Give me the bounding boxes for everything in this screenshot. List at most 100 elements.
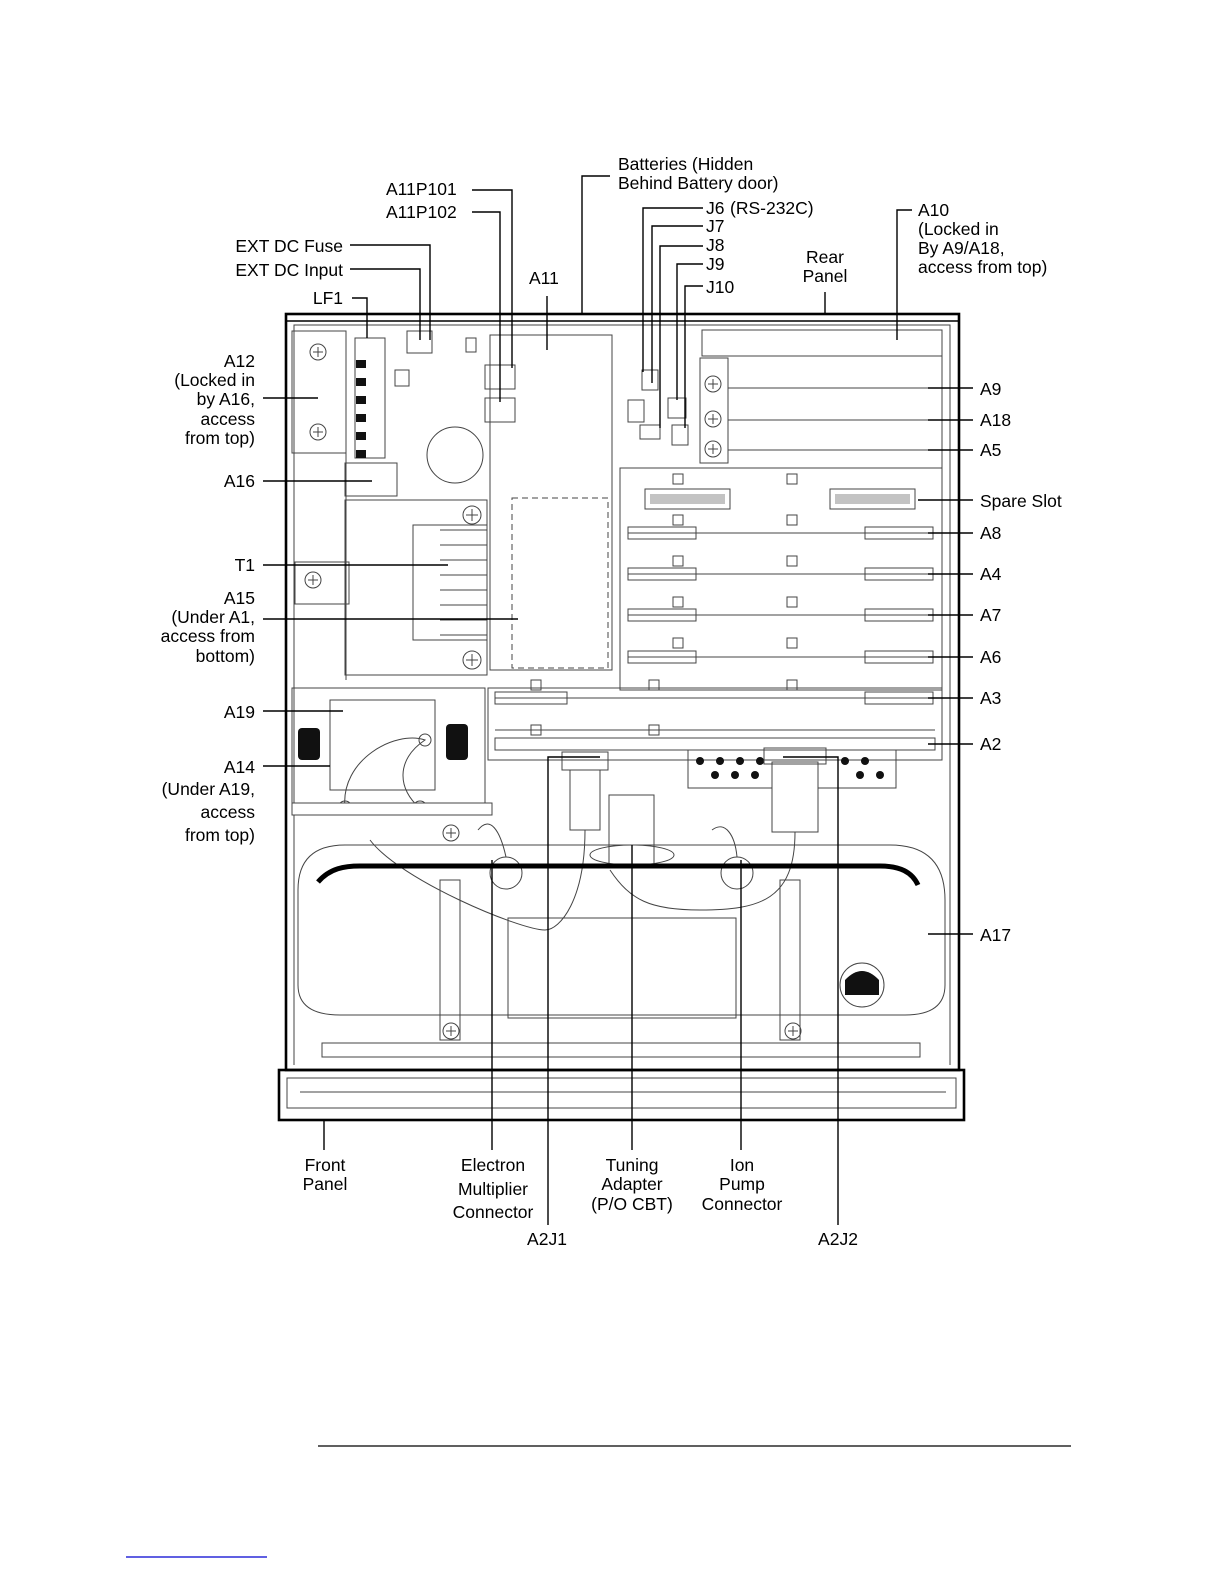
label-a14: A14 (224, 757, 255, 777)
label-rs232c: (RS-232C) (730, 198, 814, 218)
a17-board-outline (297, 844, 946, 1016)
screw-icon (704, 375, 722, 393)
power-section (291, 330, 488, 680)
front-panel (277, 1068, 966, 1122)
screw-icon (704, 410, 722, 428)
label-a11: A11 (529, 268, 559, 288)
label-front-panel: Front (305, 1155, 346, 1175)
cable-bundle (609, 831, 796, 911)
cage-clip (648, 724, 660, 736)
label-tuning-adapter: (P/O CBT) (591, 1194, 673, 1214)
ring-terminal (418, 733, 432, 747)
label-a14: access (201, 802, 256, 822)
label-ion-pump: Connector (702, 1194, 783, 1214)
cage-clip (672, 637, 684, 649)
a17-section (297, 824, 946, 1058)
label-j6: J6 (706, 198, 724, 218)
label-t1: T1 (235, 555, 255, 575)
a2-connector-pins (696, 757, 884, 779)
a14-bar (291, 802, 493, 816)
label-a10: A10 (918, 200, 949, 220)
label-electron-multiplier: Connector (453, 1202, 534, 1222)
label-a11p102: A11P102 (386, 202, 457, 222)
cage-clip (672, 596, 684, 608)
a16-board (344, 462, 398, 497)
j6-connector (641, 369, 659, 391)
label-a4: A4 (980, 564, 1002, 584)
label-rear-panel: Panel (803, 266, 848, 286)
a2-board (494, 737, 936, 751)
label-batteries: Batteries (Hidden (618, 154, 753, 174)
cage-clip (786, 473, 798, 485)
small-component (465, 337, 477, 353)
regulator-bracket (294, 561, 350, 605)
screw-icon (304, 571, 322, 589)
chassis (277, 312, 966, 1122)
screw-icon (462, 505, 482, 525)
lf1-filter (354, 337, 386, 459)
label-batteries: Behind Battery door) (618, 173, 779, 193)
label-spare-slot: Spare Slot (980, 491, 1062, 511)
screw-icon (462, 650, 482, 670)
a17-display-window (507, 917, 737, 1019)
a17-edge-thick (316, 863, 921, 887)
a2j1-connector (569, 769, 601, 831)
t1-transformer-housing (344, 499, 488, 676)
a2j2-connector (771, 761, 819, 833)
label-ext-dc-fuse: EXT DC Fuse (235, 236, 343, 256)
j10-connector (671, 424, 689, 446)
capacitor-large (426, 426, 484, 484)
label-a10: By A9/A18, (918, 238, 1005, 258)
front-panel-inner (286, 1077, 957, 1109)
label-a9: A9 (980, 379, 1001, 399)
label-a11p101: A11P101 (386, 179, 457, 199)
label-j8: J8 (706, 235, 724, 255)
label-a17: A17 (980, 925, 1011, 945)
a11-board-outline (489, 334, 613, 671)
a10-board (701, 329, 943, 357)
card-cage-outline (619, 467, 943, 691)
a7-slot-end (627, 608, 697, 622)
t1-windings (440, 529, 487, 636)
chassis-outer (284, 312, 961, 1072)
label-tuning-adapter: Tuning (606, 1155, 659, 1175)
cage-clip (672, 514, 684, 526)
label-j7: J7 (706, 216, 724, 236)
spare-slot-connector-right (829, 488, 916, 510)
a3-slot-end (494, 691, 568, 705)
screw-icon (784, 1022, 802, 1040)
front-lower-rail (321, 1042, 921, 1058)
cable-bundle (369, 829, 586, 931)
j8-connector (639, 424, 661, 440)
lf1-coils (356, 360, 366, 458)
label-a2: A2 (980, 734, 1001, 754)
t1-transformer-core (412, 524, 488, 641)
label-front-panel: Panel (303, 1174, 348, 1194)
label-j9: J9 (706, 254, 724, 274)
label-electron-multiplier: Electron (461, 1155, 525, 1175)
label-a8: A8 (980, 523, 1001, 543)
label-lf1: LF1 (313, 288, 343, 308)
a12-bracket (291, 330, 347, 454)
cage-clip (786, 555, 798, 567)
cage-clip (530, 724, 542, 736)
screw-icon (309, 423, 327, 441)
label-tuning-adapter: Adapter (601, 1174, 662, 1194)
label-a5: A5 (980, 440, 1001, 460)
label-electron-multiplier: Multiplier (458, 1179, 528, 1199)
callout-labels: Batteries (Hidden Behind Battery door) A… (161, 154, 1062, 1249)
knob (845, 971, 879, 995)
ferrite-right (446, 724, 468, 760)
connector-bracket (699, 357, 729, 464)
screw-icon (704, 440, 722, 458)
a3-a2-area (487, 687, 943, 761)
label-a12: by A16, (197, 389, 255, 409)
screw-icon (309, 343, 327, 361)
j7-connector (627, 399, 645, 423)
j9-connector (667, 397, 687, 419)
screw-icon (442, 1022, 460, 1040)
cage-clip (786, 637, 798, 649)
label-a15: access from (161, 626, 255, 646)
screw-icon (442, 824, 460, 842)
card-cage (619, 467, 943, 691)
